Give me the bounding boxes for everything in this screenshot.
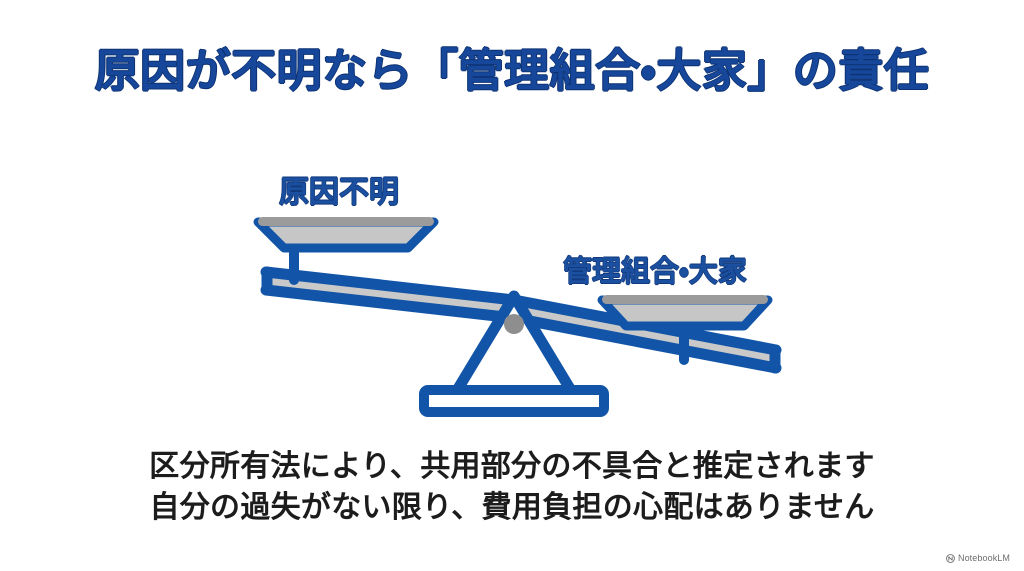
caption-block: 区分所有法により、共用部分の不具合と推定されます 自分の過失がない限り、費用負担… [0, 447, 1024, 529]
balance-scale-diagram [236, 200, 796, 425]
left-pan-label: 原因不明 [279, 176, 399, 209]
scale-pivot-dot [504, 314, 524, 334]
watermark: NotebookLM [946, 553, 1010, 563]
balance-scale-svg [253, 217, 782, 417]
caption-line-2: 自分の過失がない限り、費用負担の心配はありません [149, 490, 875, 524]
left-pan [253, 217, 439, 253]
right-pan [597, 295, 773, 331]
scale-base [419, 385, 609, 417]
right-pan-label: 管理組合・大家 [563, 256, 747, 288]
caption-line-1: 区分所有法により、共用部分の不具合と推定されます [149, 450, 875, 483]
page-title: 原因が不明なら「管理組合・大家」の責任 [94, 45, 930, 96]
watermark-label: NotebookLM [957, 553, 1010, 563]
notebooklm-logo-icon [946, 553, 955, 563]
